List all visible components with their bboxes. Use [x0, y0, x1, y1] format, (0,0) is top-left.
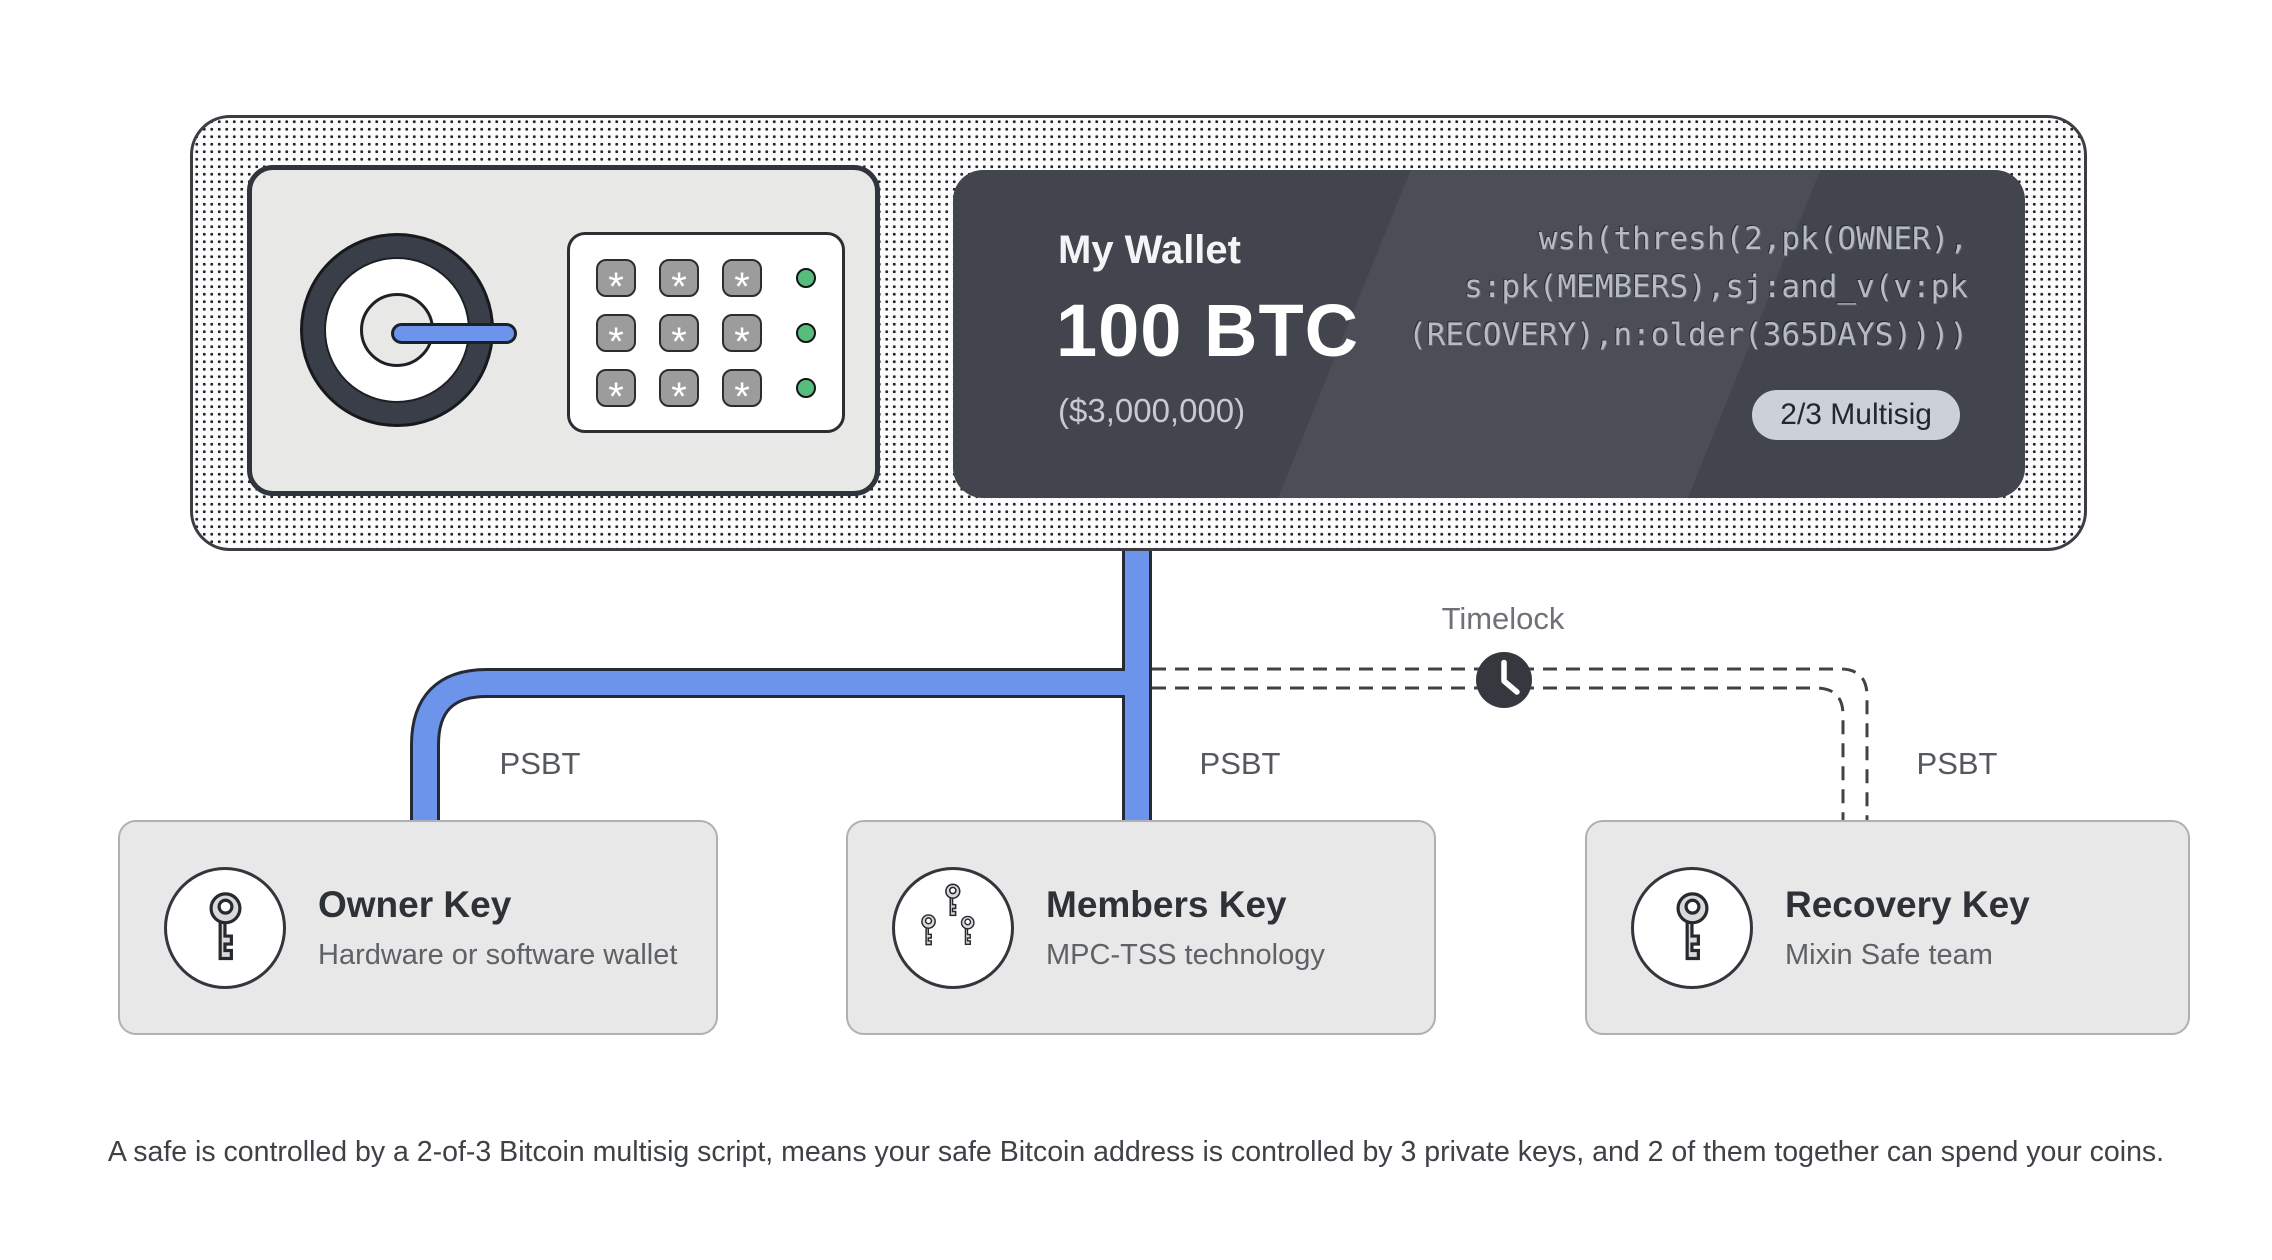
keypad-keys: * * * * * * * * * — [596, 258, 762, 417]
multisig-badge: 2/3 Multisig — [1752, 390, 1960, 440]
single-key-icon — [1631, 866, 1753, 989]
recovery-key-card: Recovery Key Mixin Safe team — [1585, 820, 2190, 1035]
miniscript-text: wsh(thresh(2,pk(OWNER), s:pk(MEMBERS),sj… — [1408, 221, 1968, 353]
card-subtitle: Mixin Safe team — [1785, 938, 1993, 971]
single-key-icon — [164, 866, 286, 989]
keypad-key: * — [596, 258, 636, 307]
safe-frame: * * * * * * * * * My Wallet 10 — [190, 115, 2087, 551]
keypad-key: * — [659, 368, 699, 417]
psbt-label-owner: PSBT — [499, 746, 581, 781]
keypad-leds — [796, 259, 816, 407]
safe-dial-icon — [300, 233, 517, 427]
wallet-title: My Wallet — [1058, 228, 1241, 272]
safe-keypad: * * * * * * * * * — [567, 232, 845, 433]
safe-door-panel: * * * * * * * * * — [247, 165, 880, 496]
led-indicator — [796, 322, 816, 343]
keypad-key: * — [722, 368, 762, 417]
wallet-balance: 100 BTC — [1056, 289, 1360, 372]
keypad-key: * — [596, 313, 636, 362]
wallet-card: My Wallet 100 BTC ($3,000,000) wsh(thres… — [953, 170, 2025, 498]
three-keys-icon — [892, 866, 1014, 989]
dial-handle — [391, 323, 517, 344]
timelock-label: Timelock — [1441, 601, 1565, 636]
psbt-label-recovery: PSBT — [1916, 746, 1998, 781]
clock-icon — [1476, 652, 1532, 708]
members-key-card: Members Key MPC-TSS technology — [846, 820, 1436, 1035]
keypad-key: * — [722, 313, 762, 362]
card-title: Recovery Key — [1785, 883, 2030, 925]
keypad-key: * — [659, 313, 699, 362]
card-subtitle: MPC-TSS technology — [1046, 938, 1325, 971]
card-subtitle: Hardware or software wallet — [318, 938, 678, 971]
owner-key-card: Owner Key Hardware or software wallet — [118, 820, 718, 1035]
card-title: Members Key — [1046, 883, 1287, 925]
keypad-key: * — [722, 258, 762, 307]
keypad-key: * — [596, 368, 636, 417]
card-title: Owner Key — [318, 883, 512, 925]
keypad-key: * — [659, 258, 699, 307]
wallet-fiat-value: ($3,000,000) — [1058, 392, 1246, 429]
caption-text: A safe is controlled by a 2-of-3 Bitcoin… — [107, 1136, 2165, 1168]
led-indicator — [796, 377, 816, 398]
led-indicator — [796, 267, 816, 288]
psbt-label-members: PSBT — [1199, 746, 1281, 781]
